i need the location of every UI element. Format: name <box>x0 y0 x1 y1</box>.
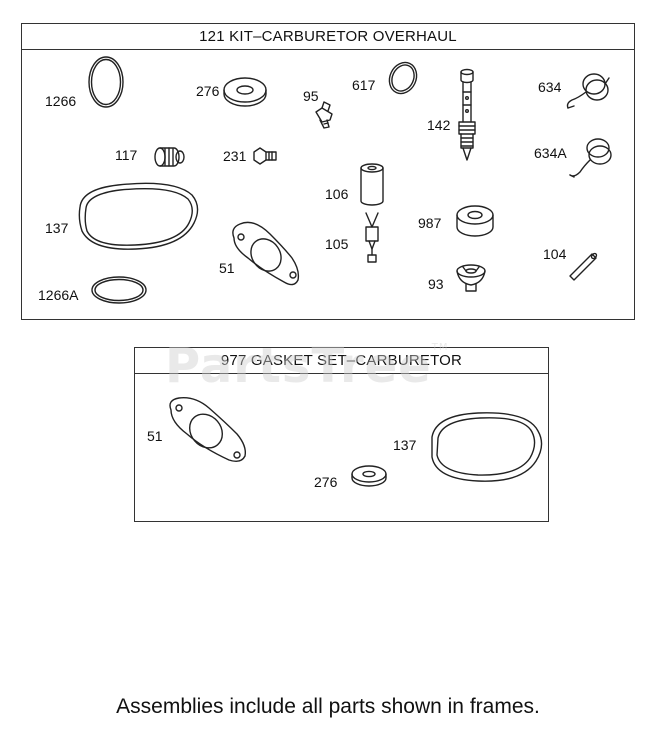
assemblies-note: Assemblies include all parts shown in fr… <box>116 695 540 718</box>
part-117-jet <box>154 147 185 167</box>
part-276-washer <box>223 77 267 107</box>
set-label-51: 51 <box>147 428 163 444</box>
label-117: 117 <box>115 147 138 163</box>
part-104-pin <box>569 252 598 281</box>
part-106-float <box>360 163 384 206</box>
label-105: 105 <box>325 236 349 252</box>
watermark-text: PartsTree <box>165 338 432 394</box>
label-104: 104 <box>543 246 567 262</box>
label-634: 634 <box>538 79 562 95</box>
part-617-o-ring <box>388 61 418 95</box>
label-987: 987 <box>418 215 442 231</box>
label-1266: 1266 <box>45 93 77 109</box>
kit-title: 121 KIT–CARBURETOR OVERHAUL <box>199 28 457 45</box>
label-106: 106 <box>325 186 349 202</box>
part-51-flange-gasket <box>232 221 300 286</box>
part-137-gasket <box>78 182 199 250</box>
part-1266a-o-ring <box>91 276 147 304</box>
set-part-276-washer <box>351 465 387 487</box>
set-part-51-flange-gasket <box>169 397 247 463</box>
label-137: 137 <box>45 220 69 236</box>
label-93: 93 <box>428 276 444 292</box>
part-634-spring <box>566 73 610 109</box>
label-276: 276 <box>196 83 220 99</box>
part-105-needle <box>365 212 379 263</box>
part-1266-o-ring <box>88 56 124 108</box>
kit-title-bar: 121 KIT–CARBURETOR OVERHAUL <box>22 24 634 50</box>
label-142: 142 <box>427 117 451 133</box>
kit-frame: 121 KIT–CARBURETOR OVERHAUL <box>21 23 635 320</box>
set-part-137-gasket <box>431 412 543 482</box>
set-label-137: 137 <box>393 437 417 453</box>
label-95: 95 <box>303 88 319 104</box>
label-617: 617 <box>352 77 376 93</box>
part-142-nozzle <box>458 68 476 161</box>
label-634a: 634A <box>534 145 567 161</box>
part-987-bushing <box>456 205 494 237</box>
gasket-set-frame: 977 GASKET SET–CARBURETOR <box>134 347 549 522</box>
part-95-screw <box>315 101 333 129</box>
label-1266a: 1266A <box>38 287 79 303</box>
gasket-set-title-bar: 977 GASKET SET–CARBURETOR <box>135 348 548 374</box>
set-label-276: 276 <box>314 474 338 490</box>
part-634a-spring <box>569 138 612 178</box>
gasket-set-title: 977 GASKET SET–CARBURETOR <box>220 352 463 369</box>
part-93-seat <box>456 264 486 292</box>
watermark: PartsTreeTM <box>165 338 448 394</box>
part-231-screw <box>253 147 277 165</box>
label-51: 51 <box>219 260 235 276</box>
label-231: 231 <box>223 148 247 164</box>
watermark-tm: TM <box>431 342 449 353</box>
